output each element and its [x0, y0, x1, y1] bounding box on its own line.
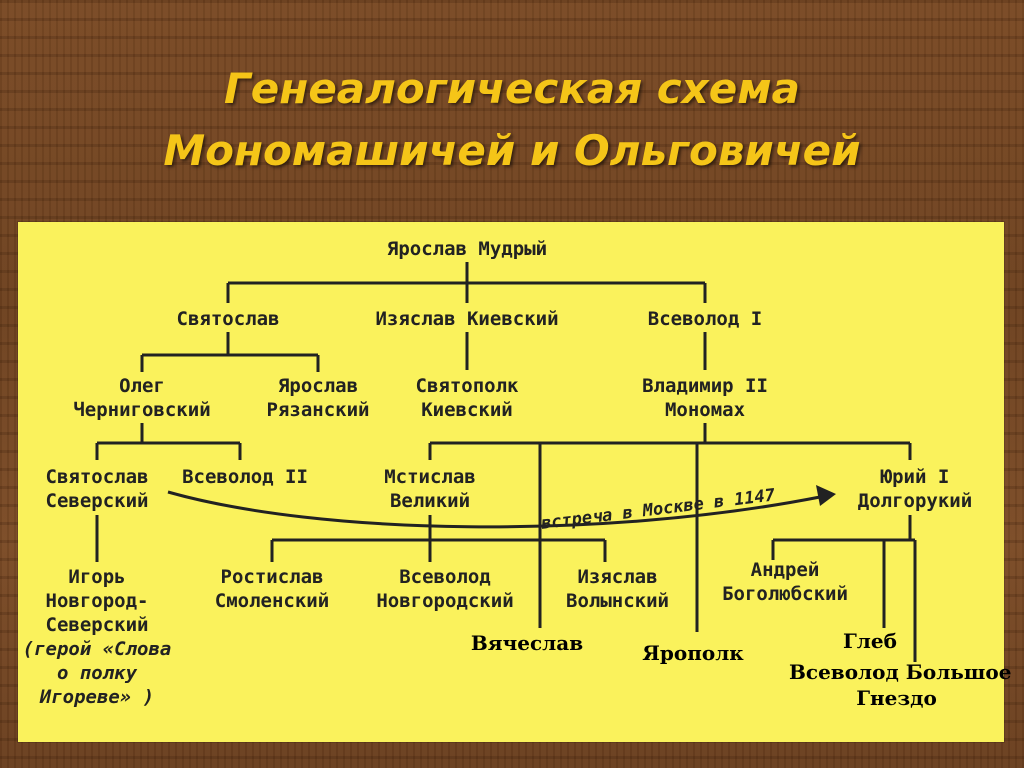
node-igor-novgorod-seversky: Игорь Новгород- Северский (герой «Слова …: [22, 566, 172, 708]
node-vyacheslav: Вячеслав: [470, 631, 584, 655]
node-vsevolod-2: Всеволод II: [182, 466, 308, 488]
node-vsevolod-bolshoe-gnezdo: Всеволод Большое Гнездо: [789, 660, 1012, 710]
node-yaroslav-mudry: Ярослав Мудрый: [386, 238, 548, 260]
node-izyaslav-kievsky: Изяслав Киевский: [375, 308, 559, 330]
slide-title-line-2: Мономашичей и Ольговичей: [163, 126, 861, 175]
node-svyatoslav: Святослав: [176, 308, 280, 330]
node-gleb: Глеб: [843, 629, 897, 653]
slide-title-line-1: Генеалогическая схема: [224, 64, 800, 113]
node-vsevolod-1: Всеволод I: [647, 308, 763, 330]
diagram-panel: [18, 222, 1004, 742]
node-yaropolk: Ярополк: [642, 641, 744, 665]
